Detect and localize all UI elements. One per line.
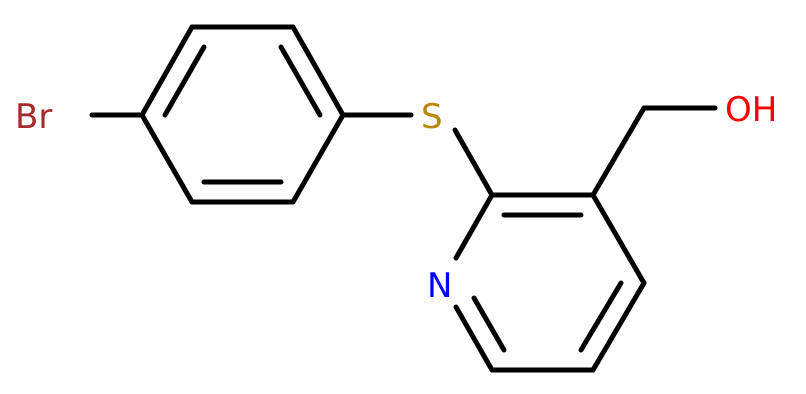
bond-pyr-c4-c5 (590, 280, 647, 373)
bond-ring1-a (139, 24, 195, 118)
bond-pyr-c6-n (453, 304, 495, 373)
bond-ring1-c (290, 24, 346, 118)
bond-c3-ch2 (590, 105, 647, 198)
bond-ring1-c-inner (278, 44, 323, 118)
bond-ring1-a-inner (162, 44, 207, 118)
bond-pyr-c4-c5-inner (578, 280, 624, 353)
bond-ring1-d (290, 112, 346, 205)
bromine-label: Br (15, 97, 52, 137)
nitrogen-label: N (427, 266, 452, 306)
bond-pyr-n-c2 (453, 192, 495, 261)
bond-ring1-f (139, 112, 195, 205)
bond-pyr-c6-n-inner (471, 295, 507, 353)
bond-s-c2pyr (452, 127, 495, 198)
bond-pyr-c3-c4 (590, 192, 647, 286)
sulfur-label: S (421, 97, 443, 137)
hydroxyl-label: OH (725, 90, 777, 130)
